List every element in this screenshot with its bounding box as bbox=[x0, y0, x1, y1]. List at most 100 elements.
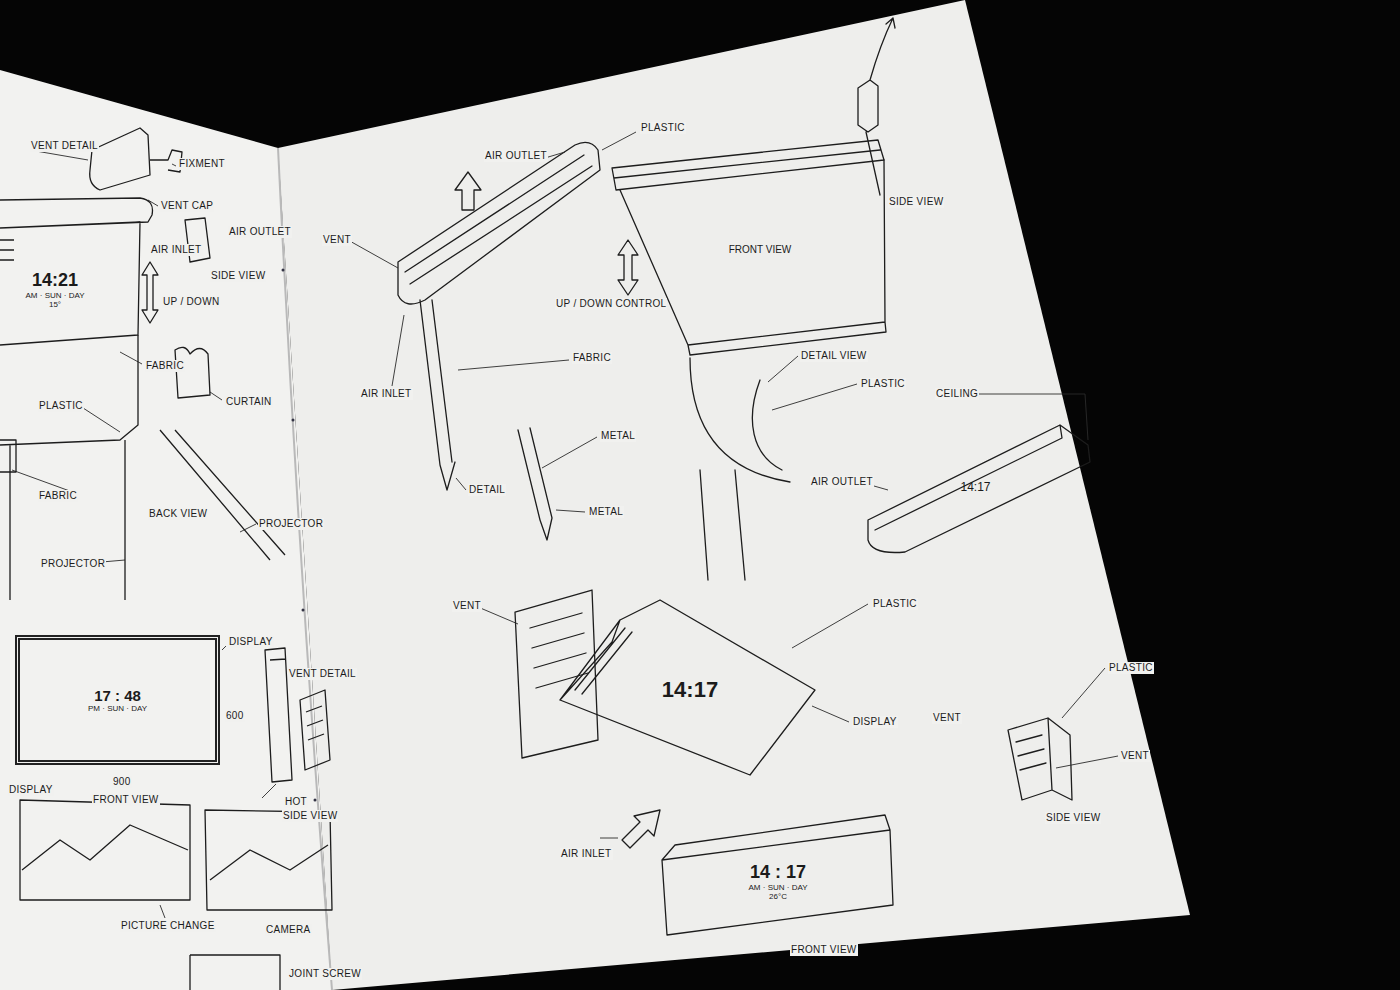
part-label: VENT CAP bbox=[160, 200, 214, 212]
view-panel: FRONT VIEW bbox=[695, 235, 825, 265]
part-label: DETAIL VIEW bbox=[800, 350, 868, 362]
part-label: AIR OUTLET bbox=[228, 226, 292, 238]
part-label: DISPLAY bbox=[852, 716, 898, 728]
spine bbox=[278, 148, 332, 990]
part-label: JOINT SCREW bbox=[288, 968, 362, 980]
part-label: SIDE VIEW bbox=[282, 810, 338, 822]
part-label: CAMERA bbox=[265, 924, 312, 936]
part-label: PLASTIC bbox=[860, 378, 906, 390]
binding-stitches bbox=[282, 269, 317, 802]
clock-display: 14:17 bbox=[960, 481, 990, 495]
part-label: BACK VIEW bbox=[148, 508, 208, 520]
part-label: SIDE VIEW bbox=[888, 196, 944, 208]
part-label: PLASTIC bbox=[640, 122, 686, 134]
part-label: 900 bbox=[112, 776, 132, 788]
part-label: PROJECTOR bbox=[40, 558, 106, 570]
side-view-small bbox=[858, 18, 895, 195]
date-text: AM · SUN · DAY bbox=[749, 883, 808, 892]
part-label: FIXMENT bbox=[178, 158, 226, 170]
part-label: PLASTIC bbox=[38, 400, 84, 412]
wall-vent-plate bbox=[515, 590, 598, 758]
front-view-unit bbox=[662, 815, 893, 935]
part-label: VENT DETAIL bbox=[30, 140, 99, 152]
curtain-body bbox=[0, 335, 138, 600]
part-label: SIDE VIEW bbox=[1045, 812, 1101, 824]
date-text: PM · SUN · DAY bbox=[88, 704, 147, 713]
detail-view bbox=[690, 358, 790, 580]
part-label: AIR OUTLET bbox=[810, 476, 874, 488]
picture-frame bbox=[20, 800, 190, 900]
part-label: VENT DETAIL bbox=[288, 668, 357, 680]
part-label: SIDE VIEW bbox=[210, 270, 266, 282]
right-page-sketches bbox=[398, 18, 1090, 935]
vent-detail-piece bbox=[300, 690, 330, 770]
part-label: PLASTIC bbox=[1108, 662, 1154, 674]
air-inlet-arrow bbox=[622, 810, 660, 848]
device-housing bbox=[0, 198, 153, 345]
ceiling-unit bbox=[868, 425, 1090, 553]
air-outlet-arrow bbox=[455, 172, 481, 210]
display-screen: 14:17 bbox=[645, 670, 735, 710]
part-label: DETAIL bbox=[468, 484, 506, 496]
front-panel bbox=[620, 160, 886, 355]
front-housing bbox=[612, 140, 884, 190]
part-label: UP / DOWN bbox=[162, 296, 220, 308]
part-label: AIR INLET bbox=[360, 388, 413, 400]
fabric-rod bbox=[420, 300, 455, 490]
part-label: CEILING bbox=[935, 388, 979, 400]
part-label: VENT bbox=[322, 234, 352, 246]
part-label: DISPLAY bbox=[228, 636, 274, 648]
part-label: PROJECTOR bbox=[258, 518, 324, 530]
part-label: AIR INLET bbox=[150, 244, 203, 256]
camera-frame bbox=[190, 955, 280, 990]
clock-display: 17 : 48 bbox=[94, 687, 141, 704]
display-screen: 14:21AM · SUN · DAY15° bbox=[10, 262, 100, 318]
part-label: UP / DOWN CONTROL bbox=[555, 298, 667, 310]
rod-detail bbox=[518, 428, 552, 540]
clock-display: 14:17 bbox=[662, 677, 718, 702]
projector-arm bbox=[160, 430, 285, 560]
temperature: 26°C bbox=[769, 892, 787, 901]
picture-frame bbox=[205, 810, 332, 910]
part-label: VENT bbox=[932, 712, 962, 724]
view-label: FRONT VIEW bbox=[729, 244, 792, 256]
part-label: CURTAIN bbox=[225, 396, 273, 408]
small-device bbox=[0, 440, 16, 472]
clock-display: 14:21 bbox=[32, 270, 78, 291]
part-label: FABRIC bbox=[145, 360, 185, 372]
vent-lines bbox=[405, 155, 592, 284]
part-label: PLASTIC bbox=[872, 598, 918, 610]
vent-detail bbox=[90, 128, 182, 190]
up-down-arrow bbox=[618, 240, 638, 295]
curtain-detail bbox=[175, 347, 210, 398]
part-label: PICTURE CHANGE bbox=[120, 920, 216, 932]
part-label: HOT bbox=[284, 796, 308, 808]
part-label: FABRIC bbox=[572, 352, 612, 364]
right-page bbox=[278, 0, 1190, 990]
part-label: AIR INLET bbox=[560, 848, 613, 860]
leader-lines bbox=[12, 132, 1118, 918]
part-label: METAL bbox=[588, 506, 624, 518]
temperature: 15° bbox=[49, 300, 61, 309]
up-down-arrow bbox=[142, 262, 158, 323]
part-label: FRONT VIEW bbox=[790, 944, 858, 956]
part-label: FABRIC bbox=[38, 490, 78, 502]
part-label: 600 bbox=[225, 710, 245, 722]
date-text: AM · SUN · DAY bbox=[26, 291, 85, 300]
roller-housing bbox=[398, 142, 600, 304]
display-screen: 14:17 bbox=[958, 479, 993, 497]
part-label: FRONT VIEW bbox=[92, 794, 160, 806]
left-page-sketches bbox=[0, 128, 332, 990]
part-label: DISPLAY bbox=[8, 784, 54, 796]
clock-display: 14 : 17 bbox=[750, 862, 806, 883]
side-view-unit bbox=[1008, 718, 1072, 800]
part-label: VENT bbox=[452, 600, 482, 612]
part-label: METAL bbox=[600, 430, 636, 442]
display-screen: 17 : 48PM · SUN · DAY bbox=[15, 635, 220, 765]
part-label: VENT bbox=[1120, 750, 1150, 762]
display-screen: 14 : 17AM · SUN · DAY26°C bbox=[703, 856, 853, 908]
part-label: AIR OUTLET bbox=[484, 150, 548, 162]
wall-unit bbox=[560, 600, 815, 775]
